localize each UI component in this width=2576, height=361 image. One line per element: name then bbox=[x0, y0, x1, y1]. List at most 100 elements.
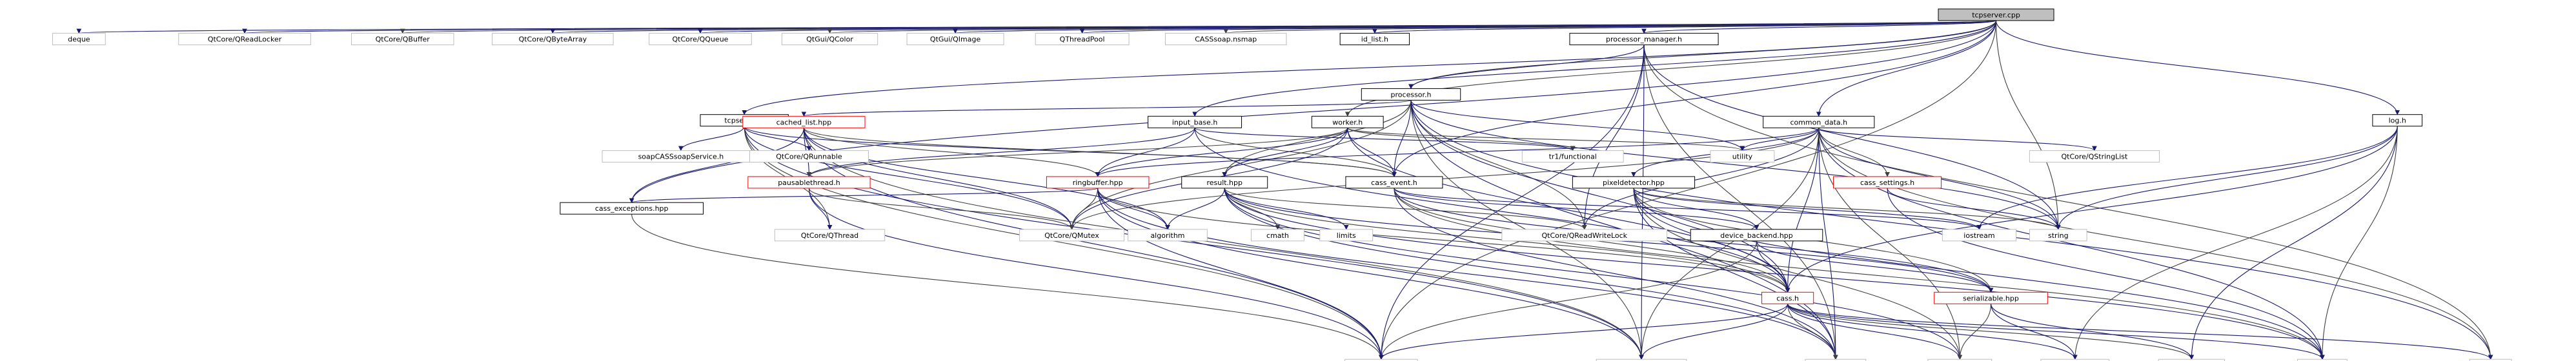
graph-node-serializable[interactable]: serializable.hpp bbox=[1934, 291, 2048, 304]
edge-pixeldetector-to-string bbox=[1633, 188, 2061, 230]
graph-node-processor-manager[interactable]: processor_manager.h bbox=[1569, 33, 1719, 46]
node-box bbox=[178, 33, 311, 46]
node-label: input_base.h bbox=[1172, 118, 1218, 126]
graph-node-pixeldetector[interactable]: pixeldetector.hpp bbox=[1572, 176, 1696, 189]
node-label: algorithm bbox=[1150, 231, 1184, 240]
graph-node-log[interactable]: log.h bbox=[2372, 114, 2423, 127]
graph-node-limits[interactable]: limits bbox=[1319, 229, 1374, 242]
node-box bbox=[1128, 229, 1208, 242]
edge-cass-to-tr1-memory bbox=[1639, 304, 1789, 360]
graph-node-qstringlist[interactable]: QtCore/QStringList bbox=[2029, 150, 2160, 163]
edge-worker-to-pausablethread bbox=[806, 128, 1348, 177]
graph-node-processor[interactable]: processor.h bbox=[1361, 88, 1461, 101]
node-label: QtCore/QMutex bbox=[1044, 231, 1099, 240]
graph-node-cass-event[interactable]: cass_event.h bbox=[1345, 176, 1443, 189]
graph-node-stdexcept[interactable]: stdexcept bbox=[1344, 358, 1418, 361]
graph-node-list[interactable]: list bbox=[2469, 358, 2512, 361]
graph-node-id-list[interactable]: id_list.h bbox=[1339, 33, 1410, 46]
graph-node-deque[interactable]: deque bbox=[52, 33, 106, 46]
node-box bbox=[2029, 150, 2160, 163]
edge-worker-to-utility bbox=[1347, 127, 1745, 151]
graph-node-tcpserver-cpp[interactable]: tcpserver.cpp bbox=[1938, 8, 2054, 21]
node-box bbox=[1319, 229, 1374, 242]
graph-node-fstream[interactable]: fstream bbox=[2040, 358, 2110, 361]
graph-node-qthread[interactable]: QtCore/QThread bbox=[774, 229, 886, 242]
edge-worker-to-result bbox=[1222, 128, 1348, 177]
node-box bbox=[350, 33, 454, 46]
edge-common-data-to-list bbox=[1818, 128, 2493, 360]
edge-cass-to-fstream bbox=[1787, 304, 2078, 360]
graph-node-device-backend[interactable]: device_backend.hpp bbox=[1690, 229, 1823, 242]
graph-node-stdint[interactable]: stdint.h bbox=[1927, 358, 1993, 361]
edge-common-data-to-cass-settings bbox=[1818, 128, 1890, 177]
edge-tcpserver-h-to-qrunnable bbox=[744, 126, 812, 151]
node-label: QtGui/QColor bbox=[806, 35, 853, 44]
node-box bbox=[1833, 176, 1942, 189]
graph-node-qbytearray[interactable]: QtCore/QByteArray bbox=[492, 33, 614, 46]
edge-pixeldetector-to-vector bbox=[1633, 188, 1838, 360]
graph-node-pausablethread[interactable]: pausablethread.h bbox=[747, 176, 871, 189]
node-label: serializable.hpp bbox=[1963, 294, 2019, 302]
edge-result-to-algorithm bbox=[1165, 188, 1225, 230]
graph-node-input-base[interactable]: input_base.h bbox=[1148, 115, 1242, 128]
graph-node-ringbuffer[interactable]: ringbuffer.hpp bbox=[1046, 176, 1150, 189]
graph-node-qreadlocker[interactable]: QtCore/QReadLocker bbox=[178, 33, 311, 46]
graph-node-cmath[interactable]: cmath bbox=[1251, 229, 1304, 242]
graph-node-tr1-functional[interactable]: tr1/functional bbox=[1521, 150, 1624, 163]
node-box bbox=[1046, 176, 1150, 189]
graph-node-result[interactable]: result.hpp bbox=[1181, 176, 1268, 189]
node-box bbox=[1148, 115, 1242, 128]
graph-node-qcolor[interactable]: QtGui/QColor bbox=[781, 33, 878, 46]
graph-node-cass-nsmap[interactable]: CASSsoap.nsmap bbox=[1164, 33, 1287, 46]
graph-node-cass-settings[interactable]: cass_settings.h bbox=[1833, 176, 1942, 189]
graph-node-tr1-memory[interactable]: tr1/memory bbox=[1596, 358, 1687, 361]
graph-node-qthreadpool[interactable]: QThreadPool bbox=[1035, 33, 1130, 46]
graph-node-cached-list[interactable]: cached_list.hpp bbox=[742, 115, 866, 128]
graph-node-qreadwritelock[interactable]: QtCore/QReadWriteLock bbox=[1501, 229, 1668, 242]
graph-node-sstream[interactable]: sstream bbox=[2158, 358, 2225, 361]
edge-processor-manager-to-qreadwritelock bbox=[1581, 44, 1645, 230]
node-label: device_backend.hpp bbox=[1720, 231, 1793, 240]
node-label: tr1/functional bbox=[1549, 153, 1597, 161]
edge-cass-exceptions-to-stdexcept bbox=[631, 214, 1384, 360]
edge-worker-to-cass-event bbox=[1347, 128, 1397, 177]
graph-node-common-data[interactable]: common_data.h bbox=[1763, 115, 1875, 128]
graph-node-qbuffer[interactable]: QtCore/QBuffer bbox=[350, 33, 454, 46]
edge-common-data-to-qstringlist bbox=[1818, 127, 2097, 151]
node-label: common_data.h bbox=[1790, 118, 1847, 126]
edge-cass-settings-to-map bbox=[1887, 188, 2325, 360]
graph-node-algorithm[interactable]: algorithm bbox=[1128, 229, 1208, 242]
edge-cached-list-to-algorithm bbox=[803, 128, 1170, 230]
graph-node-qmutex[interactable]: QtCore/QMutex bbox=[1019, 229, 1125, 242]
edge-pixeldetector-to-map bbox=[1633, 188, 2325, 360]
graph-node-map[interactable]: map bbox=[2297, 358, 2348, 361]
graph-node-qqueue[interactable]: QtCore/QQueue bbox=[649, 33, 752, 46]
graph-node-worker[interactable]: worker.h bbox=[1311, 115, 1384, 128]
node-box bbox=[1501, 229, 1668, 242]
edge-cass-event-to-vector bbox=[1394, 188, 1838, 360]
edge-device-backend-to-serializable bbox=[1756, 240, 1994, 293]
node-label: QtCore/QReadWriteLock bbox=[1541, 231, 1627, 240]
node-label: QtGui/QImage bbox=[930, 35, 981, 44]
edge-input-base-to-ringbuffer bbox=[1095, 128, 1195, 177]
graph-node-utility[interactable]: utility bbox=[1710, 150, 1775, 163]
edge-ringbuffer-to-cass bbox=[1097, 188, 1790, 293]
edge-log-to-iostream bbox=[1976, 126, 2398, 230]
node-box bbox=[2297, 358, 2348, 361]
graph-node-vector[interactable]: vector bbox=[1805, 358, 1867, 361]
edge-log-to-sstream bbox=[2189, 126, 2398, 360]
graph-node-iostream[interactable]: iostream bbox=[1942, 229, 2017, 242]
node-label: deque bbox=[68, 35, 90, 44]
edge-cass-to-stdint bbox=[1787, 304, 1963, 360]
graph-node-cass[interactable]: cass.h bbox=[1761, 291, 1814, 304]
node-box bbox=[1710, 150, 1775, 163]
edge-input-base-to-pausablethread bbox=[806, 128, 1195, 177]
graph-node-soapservice[interactable]: soapCASSsoapService.h bbox=[602, 150, 760, 163]
node-label: pausablethread.h bbox=[778, 179, 840, 187]
graph-node-string[interactable]: string bbox=[2029, 229, 2087, 242]
edge-log-to-string bbox=[2055, 126, 2398, 230]
graph-node-qrunnable[interactable]: QtCore/QRunnable bbox=[749, 150, 869, 163]
graph-node-cass-exceptions[interactable]: cass_exceptions.hpp bbox=[560, 202, 704, 215]
edge-common-data-to-map bbox=[1818, 128, 2325, 360]
graph-node-qimage[interactable]: QtGui/QImage bbox=[906, 33, 1004, 46]
